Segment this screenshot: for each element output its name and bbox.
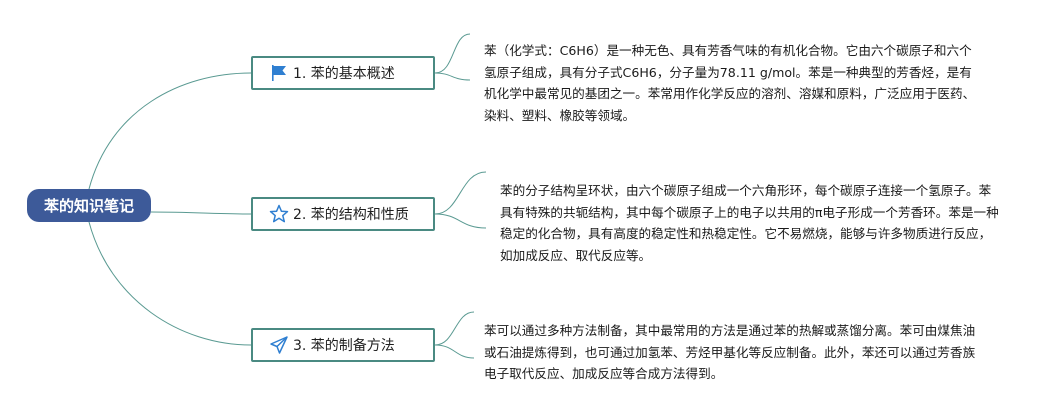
root-to-branch-3-connector: [88, 221, 252, 346]
description-preparation: 苯可以通过多种方法制备，其中最常用的方法是通过苯的热解或蒸馏分离。苯可由煤焦油或…: [484, 323, 976, 381]
branch-node-preparation[interactable]: 3. 苯的制备方法: [251, 328, 435, 362]
branch-1-upper-connector: [434, 33, 471, 74]
description-overview: 苯（化学式：C6H6）是一种无色、具有芳香气味的有机化合物。它由六个碳原子和六个…: [484, 43, 976, 123]
root-node[interactable]: 苯的知识笔记: [27, 189, 151, 222]
description-structure: 苯的分子结构呈环状，由六个碳原子组成一个六角形环，每个碳原子连接一个氢原子。苯具…: [500, 183, 999, 263]
branch-label-structure: 2. 苯的结构和性质: [293, 207, 409, 223]
branch-node-overview[interactable]: 1. 苯的基本概述: [251, 56, 435, 90]
branch-2-lower-connector: [434, 213, 487, 229]
branch-label-preparation: 3. 苯的制备方法: [293, 338, 395, 354]
star-icon: [269, 204, 289, 224]
root-to-branch-2-connector: [150, 211, 252, 215]
send-icon: [269, 335, 289, 355]
branch-3-upper-connector: [434, 311, 475, 346]
flag-icon: [269, 63, 289, 83]
branch-3-lower-connector: [434, 344, 475, 359]
root-title: 苯的知识笔记: [43, 197, 134, 215]
branch-1-lower-connector: [434, 72, 471, 81]
root-to-branch-1-connector: [88, 72, 252, 190]
branch-label-overview: 1. 苯的基本概述: [293, 66, 395, 82]
branch-2-upper-connector: [434, 171, 487, 215]
branch-node-structure[interactable]: 2. 苯的结构和性质: [251, 197, 435, 231]
